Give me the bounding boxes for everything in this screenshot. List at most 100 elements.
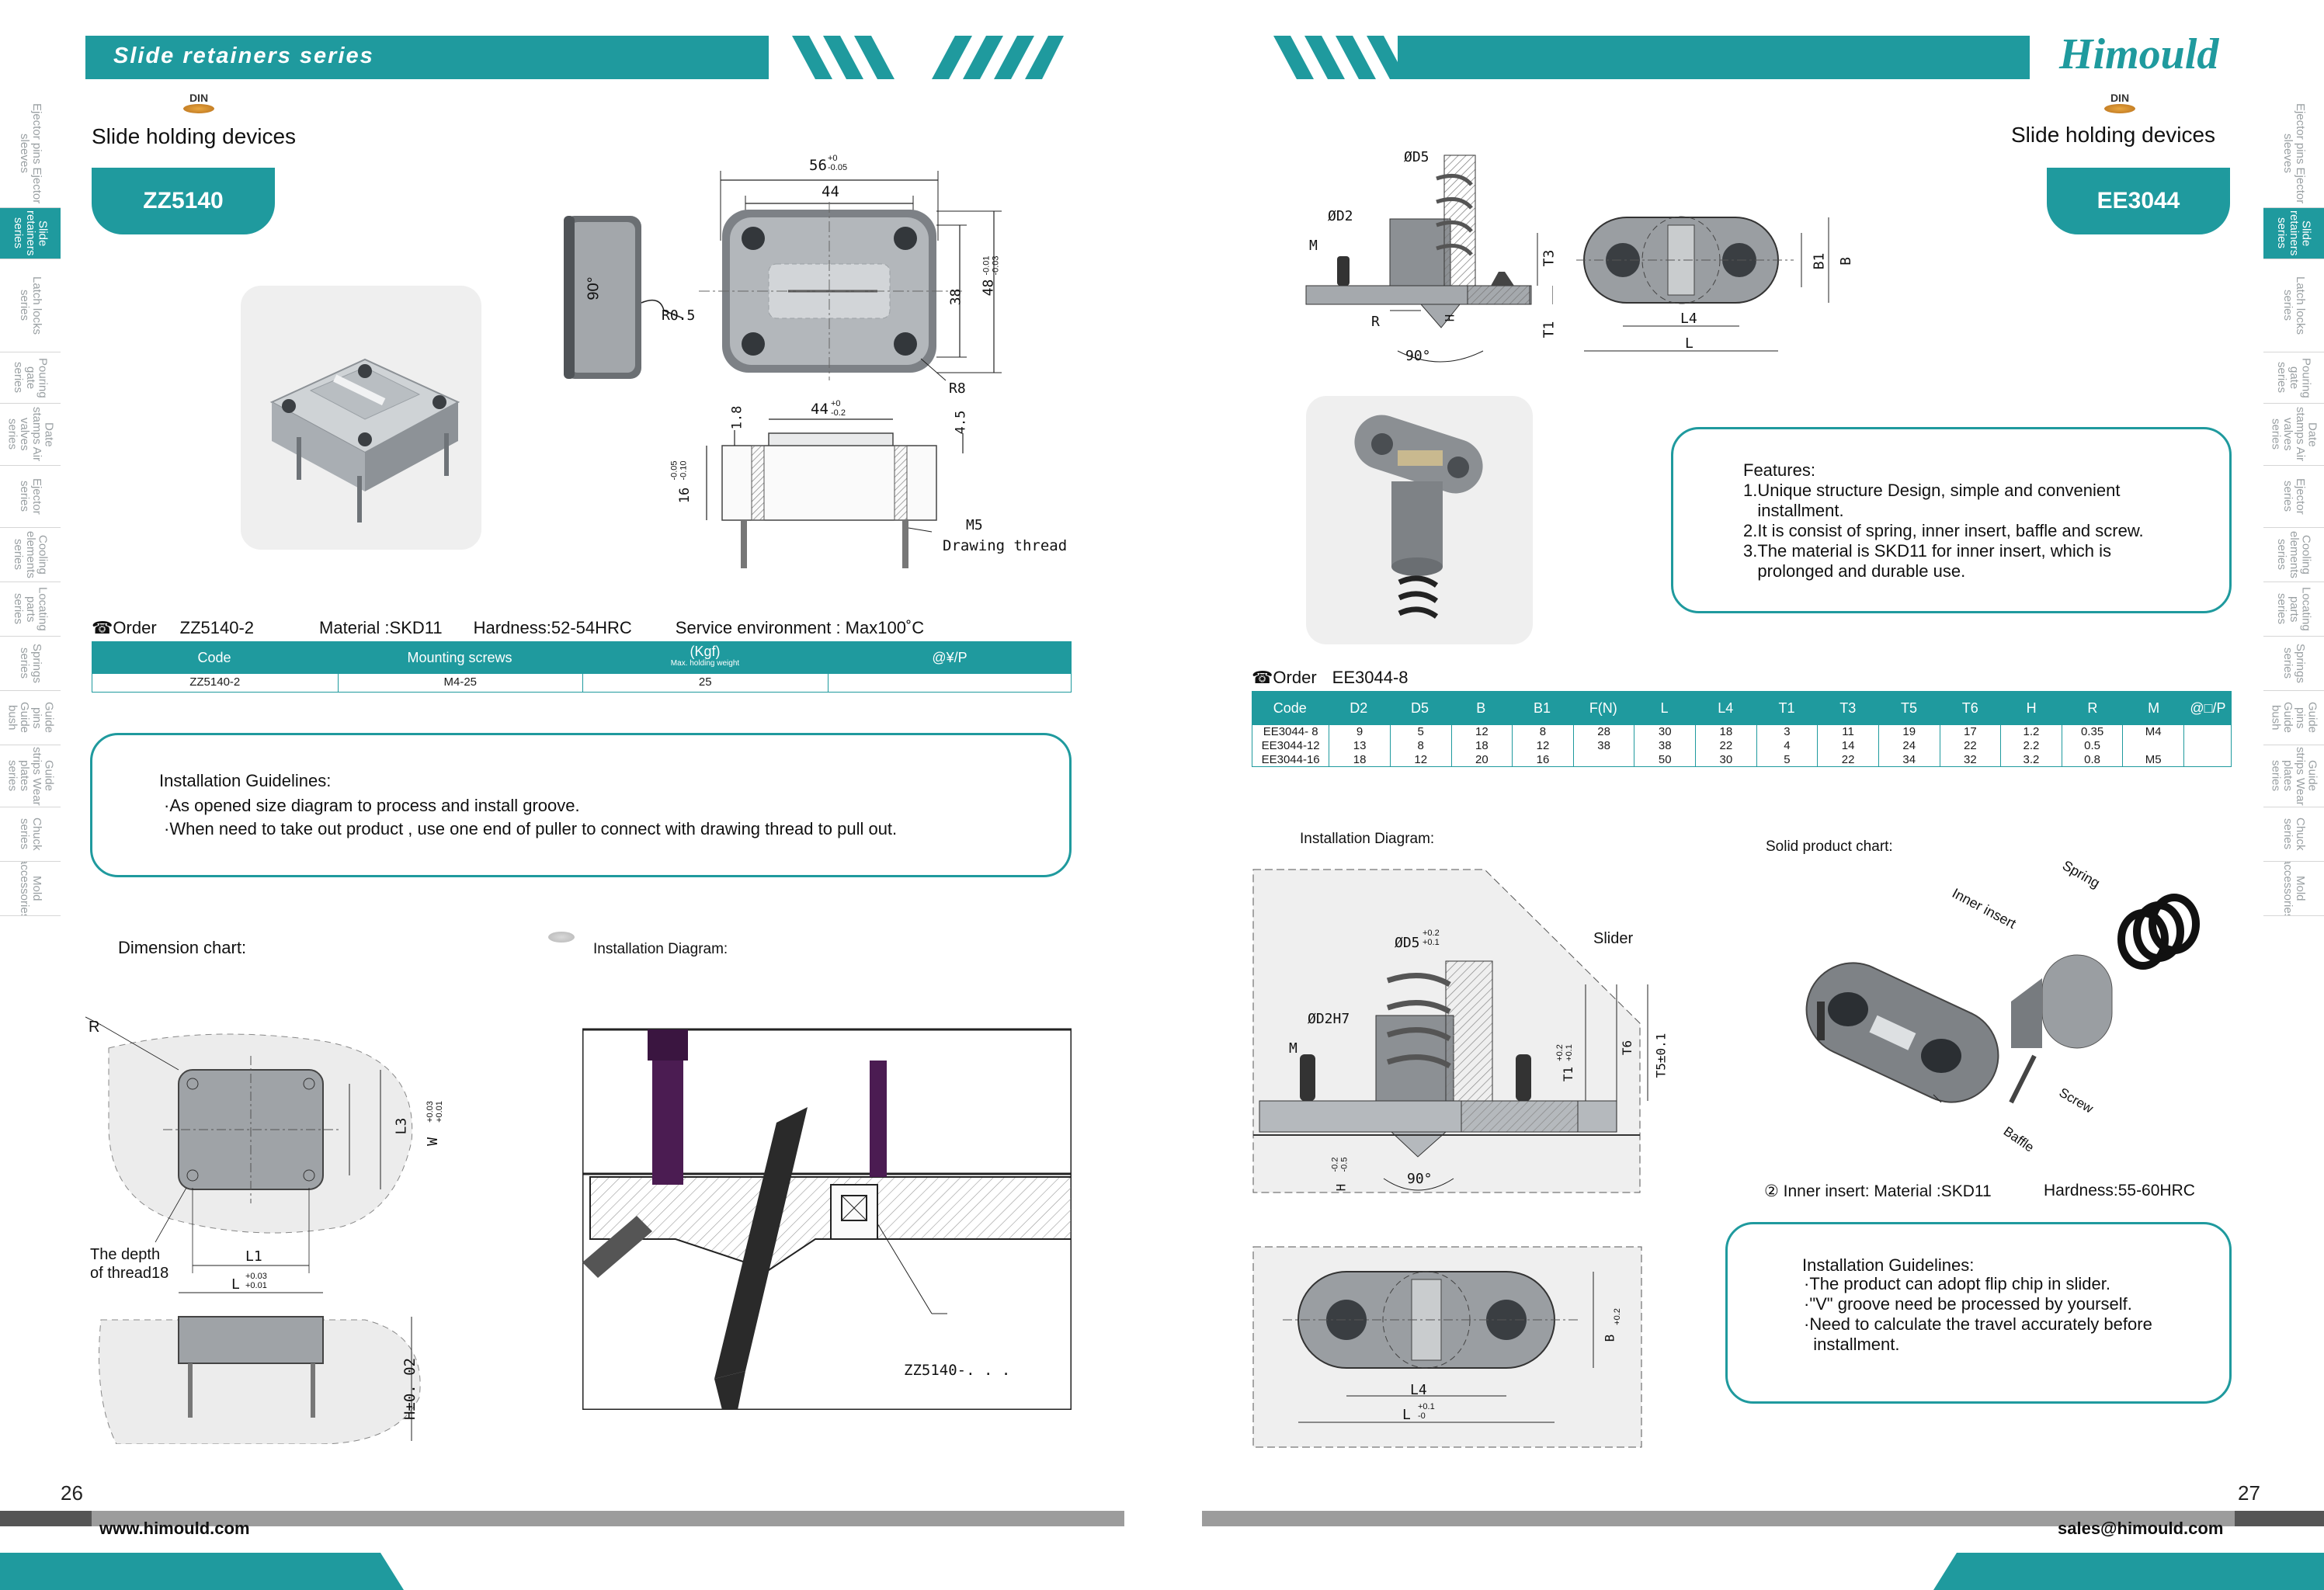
th-col-12: H	[2026, 700, 2037, 716]
th-kgf: (Kgf)	[690, 644, 721, 659]
sidebar-tab-1[interactable]: Slide retainers series	[2263, 208, 2324, 259]
table-cell: 5	[1756, 753, 1818, 766]
sidebar-tab-7[interactable]: Locating parts series	[2263, 582, 2324, 637]
table-cell: 22	[1817, 753, 1878, 766]
sidebar-tab-4[interactable]: Date stamps Air valves series	[0, 404, 61, 466]
sidebar-tab-label: Date stamps Air valves series	[2269, 407, 2319, 462]
dim-chart-r: R	[89, 1019, 100, 1036]
sidebar-tab-0[interactable]: Ejector pins Ejector sleeves	[0, 99, 61, 208]
sidebar-tab-label: Chuck series	[2281, 818, 2307, 851]
dim-chart-l: L	[231, 1276, 240, 1293]
ee-dim-l: L	[1685, 335, 1693, 352]
ins-d5-tol: +0.2 +0.1	[1423, 929, 1440, 947]
dim-chart-h: H±0. 02	[401, 1357, 419, 1421]
th-col-5: F(N)	[1589, 700, 1617, 716]
ee-dim-90: 90°	[1405, 348, 1431, 364]
th-col-2: D5	[1411, 700, 1429, 716]
th-col-0: Code	[1273, 700, 1307, 716]
sidebar-tab-0[interactable]: Ejector pins Ejector sleeves	[2263, 99, 2324, 208]
solid-chart-title: Solid product chart:	[1766, 838, 1893, 855]
sidebar-tab-3[interactable]: Pouring gate series	[0, 352, 61, 404]
left-spec-table: Code Mounting screws (Kgf) Max. holding …	[92, 641, 1072, 693]
table-cell: 24	[1878, 739, 1940, 753]
ins-h: H	[1333, 1183, 1349, 1192]
dim-56: 56	[809, 157, 827, 174]
feature-line: prolonged and durable use.	[1743, 561, 1966, 581]
sidebar-tab-6[interactable]: Cooling elements series	[0, 528, 61, 582]
feature-line: 3.The material is SKD11 for inner insert…	[1743, 541, 2111, 561]
sidebar-tab-3[interactable]: Pouring gate series	[2263, 352, 2324, 404]
sidebar-tab-8[interactable]: Springs series	[2263, 637, 2324, 691]
table-cell	[2183, 753, 2231, 766]
table-cell: 18	[1329, 753, 1390, 766]
ins-t6: T6	[1620, 1040, 1635, 1056]
th-col-8: T1	[1778, 700, 1795, 716]
th-col-11: T6	[1961, 700, 1978, 716]
dim-38: 38	[947, 288, 964, 306]
dim-chart-l3: L3	[393, 1117, 410, 1135]
th-col-9: T3	[1839, 700, 1857, 716]
install-diagram-icon	[548, 932, 575, 943]
left-install-title: Installation Guidelines:	[159, 771, 332, 790]
sidebar-tab-12[interactable]: Mold accessories	[0, 862, 61, 916]
table-cell: 12	[1450, 725, 1513, 739]
sidebar-tab-12[interactable]: Mold accessories	[2263, 862, 2324, 916]
right-install-line: installment.	[1804, 1335, 1900, 1354]
sidebar-tab-4[interactable]: Date stamps Air valves series	[2263, 404, 2324, 466]
din-badge-left: DIN	[175, 92, 222, 113]
din-badge-icon	[2104, 104, 2135, 113]
solid-hardness-line: Hardness:55-60HRC	[2044, 1182, 2195, 1199]
sidebar-tab-8[interactable]: Springs series	[0, 637, 61, 691]
ins-m: M	[1289, 1040, 1297, 1057]
footer-teal-right	[1933, 1553, 2324, 1590]
sidebar-tab-label: Cooling elements series	[12, 531, 50, 578]
right-email-link[interactable]: sales@himould.com	[2058, 1519, 2224, 1538]
sidebar-tab-label: Latch locks series	[18, 276, 43, 335]
table-cell: EE3044- 8	[1263, 725, 1318, 738]
ee3044-section-view	[1305, 154, 1553, 363]
ins-90: 90°	[1407, 1171, 1433, 1187]
sidebar-tab-2[interactable]: Latch locks series	[2263, 259, 2324, 352]
ins-h-tol: -0.2 -0.5	[1330, 1157, 1350, 1172]
series-title: Slide retainers series	[113, 43, 374, 68]
right-page-number: 27	[2238, 1481, 2260, 1505]
dim-4-5: 4.5	[953, 410, 969, 435]
sidebar-tab-6[interactable]: Cooling elements series	[2263, 528, 2324, 582]
header-bar-left	[85, 36, 769, 79]
left-page-number: 26	[61, 1481, 83, 1505]
sidebar-tab-11[interactable]: Chuck series	[0, 807, 61, 862]
table-cell: 0.5	[2061, 739, 2123, 753]
sidebar-tab-10[interactable]: Guide strips Wear plates series	[2263, 745, 2324, 807]
sidebar-tab-9[interactable]: Guide pins Guide bush	[2263, 691, 2324, 745]
left-website-link[interactable]: www.himould.com	[99, 1519, 250, 1538]
th-col-3: B	[1476, 700, 1486, 716]
dim-chart-w-tol: +0.03 +0.01	[425, 1101, 444, 1123]
feature-line: 1.Unique structure Design, simple and co…	[1743, 481, 2121, 500]
dimension-chart-title: Dimension chart:	[118, 938, 247, 957]
sidebar-tab-label: Guide pins Guide bush	[2269, 702, 2319, 734]
sidebar-tab-5[interactable]: Ejector series	[0, 466, 61, 528]
zz5140-side-view	[564, 216, 684, 379]
feature-line: 2.It is consist of spring, inner insert,…	[1743, 521, 2144, 540]
table-cell: 16	[1512, 753, 1573, 766]
table-cell: 50	[1634, 753, 1695, 766]
right-section-title: Slide holding devices	[2011, 123, 2216, 147]
sidebar-tab-label: Date stamps Air valves series	[5, 407, 56, 462]
sidebar-tab-11[interactable]: Chuck series	[2263, 807, 2324, 862]
sidebar-tab-10[interactable]: Guide strips Wear plates series	[0, 745, 61, 807]
left-install-callout: ZZ5140-. . .	[904, 1362, 1011, 1379]
sidebar-tab-2[interactable]: Latch locks series	[0, 259, 61, 352]
sidebar-tab-label: Ejector pins Ejector sleeves	[18, 102, 43, 204]
sidebar-tab-9[interactable]: Guide pins Guide bush	[0, 691, 61, 745]
ee-dim-d2: ØD2	[1328, 208, 1353, 224]
header-stripes-right	[1273, 36, 1398, 79]
sidebar-tab-5[interactable]: Ejector series	[2263, 466, 2324, 528]
sidebar-tab-label: Springs series	[18, 644, 43, 683]
sidebar-tab-label: Ejector pins Ejector sleeves	[2281, 102, 2307, 204]
footer-bar-left-dark	[0, 1511, 92, 1526]
zz5140-top-view	[699, 171, 1002, 381]
sidebar-tab-7[interactable]: Locating parts series	[0, 582, 61, 637]
sidebar-tab-label: Guide pins Guide bush	[5, 702, 56, 734]
sidebar-tab-1[interactable]: Slide retainers series	[0, 208, 61, 259]
